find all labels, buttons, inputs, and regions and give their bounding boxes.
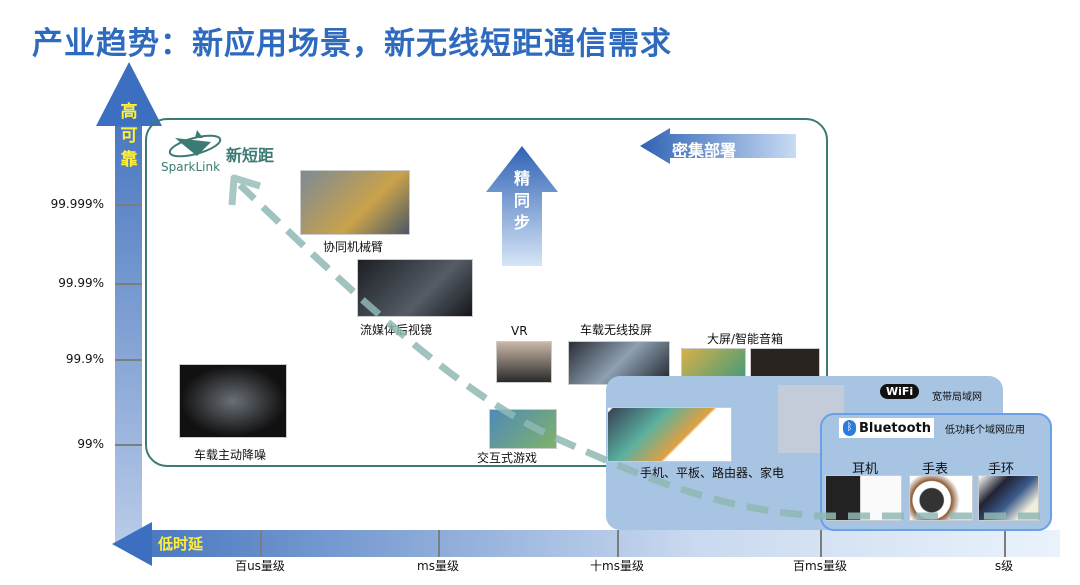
tablet-phone-image — [607, 407, 732, 462]
x-tick-label: 百us量级 — [235, 559, 285, 573]
x-tick — [617, 530, 619, 557]
x-tick — [820, 530, 822, 557]
x-tick-label: ms量级 — [417, 559, 459, 573]
sparklink-label: 新短距 — [226, 146, 275, 165]
page-title: 产业趋势：新应用场景，新无线短距通信需求 — [32, 26, 672, 62]
sparklink-logo-text: SparkLink — [161, 160, 221, 174]
dense-deploy-label: 密集部署 — [672, 141, 737, 160]
x-tick — [438, 530, 440, 557]
bluetooth-logo-text: Bluetooth — [859, 420, 931, 436]
game-label: 交互式游戏 — [477, 451, 538, 465]
y-tick-label: 99% — [77, 437, 104, 451]
y-tick — [115, 283, 142, 285]
car-noise-cancel-label: 车载主动降噪 — [194, 448, 267, 462]
y-tick-label: 99.999% — [50, 197, 104, 211]
rearview-mirror-label: 流媒体后视镜 — [360, 323, 433, 337]
screen-speaker-label: 大屏/智能音箱 — [707, 332, 784, 346]
sparklink-logo-icon — [168, 130, 222, 158]
sync-label: 精同步 — [513, 169, 530, 232]
game-image — [489, 409, 557, 449]
bluetooth-desc: 低功耗个域网应用 — [945, 425, 1025, 436]
reliability-axis — [115, 124, 142, 544]
bluetooth-logo: ᛒ Bluetooth — [839, 418, 934, 438]
y-axis-label: 高可靠 — [120, 102, 138, 170]
rearview-mirror-image — [357, 259, 473, 317]
wifi-desc: 宽带局域网 — [932, 392, 982, 403]
latency-axis — [145, 530, 1060, 557]
x-tick-label: 百ms量级 — [793, 559, 847, 573]
x-tick-label: 十ms量级 — [590, 559, 644, 573]
y-tick — [115, 444, 142, 446]
devices-label: 手机、平板、路由器、家电 — [640, 466, 785, 480]
arrow-left-icon — [112, 522, 152, 566]
dense-deploy-arrow-icon — [640, 128, 796, 164]
robot-arm-label: 协同机械臂 — [323, 240, 384, 254]
band-image — [978, 475, 1039, 521]
earphone-image — [825, 475, 902, 521]
y-tick-label: 99.9% — [65, 352, 104, 366]
vr-label: VR — [511, 324, 528, 338]
robot-arm-image — [300, 170, 410, 235]
arrow-up-icon — [96, 62, 162, 126]
bluetooth-icon: ᛒ — [843, 420, 856, 436]
car-cast-label: 车载无线投屏 — [580, 323, 653, 337]
y-tick — [115, 359, 142, 361]
vr-image — [496, 341, 552, 383]
x-axis-label: 低时延 — [158, 535, 204, 553]
x-tick — [1004, 530, 1006, 557]
watch-image — [909, 475, 973, 521]
x-tick-label: s级 — [994, 559, 1014, 573]
car-noise-cancel-image — [179, 364, 287, 438]
x-tick — [260, 530, 262, 557]
y-tick-label: 99.99% — [58, 276, 104, 290]
y-tick — [115, 204, 142, 206]
wifi-logo: WiFi — [880, 384, 920, 399]
